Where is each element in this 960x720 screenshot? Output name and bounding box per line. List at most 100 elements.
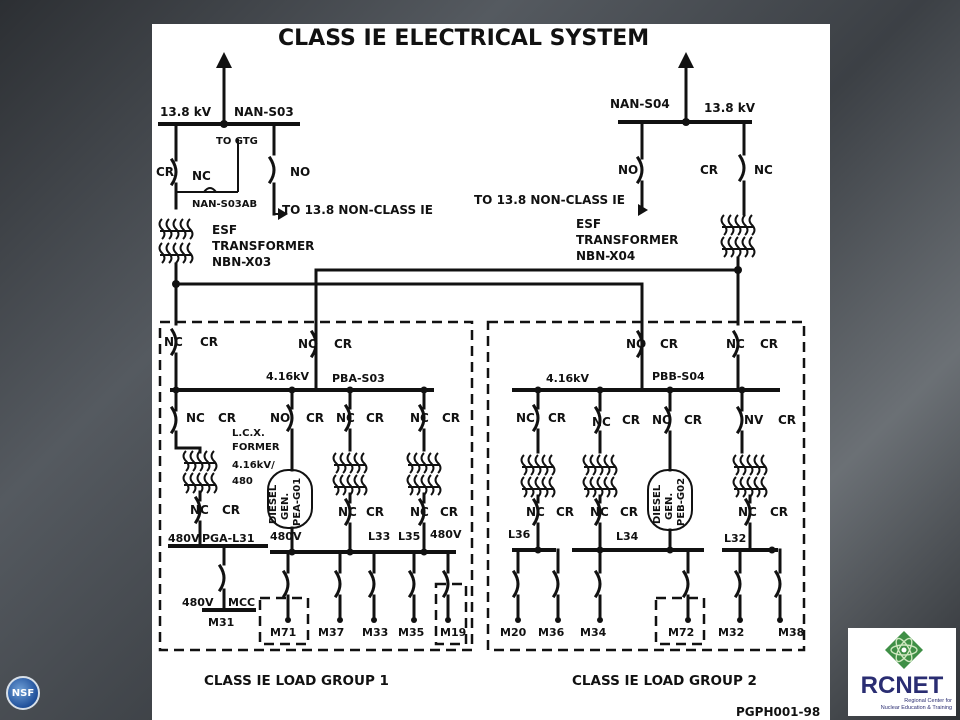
feeder-m20: M20: [500, 548, 527, 639]
feeder-breaker: [681, 569, 690, 599]
g2-br1-nc: NC: [516, 411, 535, 425]
nbn-x03-line1: ESF: [212, 223, 237, 237]
arrow-right-icon: [278, 208, 288, 220]
nc-breaker-symbol: [203, 187, 217, 193]
g1-low1-nc: NC: [190, 503, 209, 517]
lc-former-line3: 4.16kV/: [232, 460, 275, 471]
nbn-x04-line2: TRANSFORMER: [576, 233, 678, 247]
load-group-2-caption: CLASS IE LOAD GROUP 2: [572, 673, 757, 689]
arrow-right-icon: [638, 204, 648, 216]
rcnet-sub-line2: Nuclear Education & Training: [880, 705, 952, 711]
g1-br4-nc: NC: [410, 411, 429, 425]
g2-voltage: 4.16kV: [546, 372, 589, 385]
diagram-panel: CLASS IE ELECTRICAL SYSTEM 13.8 kV NAN-S…: [152, 24, 830, 720]
g2-low2-cr: CR: [620, 505, 638, 519]
g2-feed-no: NO: [626, 337, 646, 351]
rcnet-logo: RCNET Regional Center for Nuclear Educat…: [848, 628, 956, 716]
feeder-breaker: [511, 569, 520, 599]
feeder-m19: M19: [440, 550, 466, 639]
feeder-m38: M38: [773, 548, 804, 639]
g2-alt-nc: NC: [726, 337, 745, 351]
gen-bus-voltage: 480V: [270, 530, 302, 543]
diesel-generator-pea-g01: [267, 469, 313, 529]
g2-low1-nc: NC: [526, 505, 545, 519]
transformer-secondary: [720, 236, 756, 258]
m19-enclosure: [434, 582, 468, 646]
feeder-m37: M37: [318, 550, 344, 639]
tie-line-group2-from-x03: [174, 282, 644, 392]
load-label-m20: M20: [500, 626, 527, 639]
m72-enclosure: [654, 596, 706, 646]
g1-feed-cr: CR: [200, 335, 218, 349]
load-group-2-boundary: [486, 320, 806, 652]
arrow-up-icon: [216, 52, 232, 68]
left-no-label: NO: [290, 165, 310, 179]
right-bus-label: NAN-S04: [610, 97, 670, 111]
nbn-x03-line2: TRANSFORMER: [212, 239, 314, 253]
transformer-secondary: [732, 476, 768, 498]
load-label-m36: M36: [538, 626, 565, 639]
load-label-m38: M38: [778, 626, 804, 639]
nsf-logo: NSF: [6, 676, 40, 710]
g1-br3-nc: NC: [336, 411, 355, 425]
g1-br1-nc: NC: [186, 411, 205, 425]
breaker-cr-right: [738, 154, 746, 182]
g1-low4-nc: NC: [410, 505, 429, 519]
m71-enclosure: [258, 596, 310, 646]
feeder-m34: M34: [580, 548, 607, 639]
breaker-no-right: [636, 156, 644, 184]
g2-bus-label: PBB-S04: [652, 370, 705, 383]
g2-br3-no: NO: [652, 413, 672, 427]
feeder-breaker: [333, 569, 342, 599]
feeder-m36: M36: [538, 548, 565, 639]
feeder-breaker: [281, 569, 290, 599]
feeder-breaker: [733, 569, 742, 599]
g1-bus-label: PBA-S03: [332, 372, 385, 385]
g2-low2-nc: NC: [590, 505, 609, 519]
diesel-2-line1: DIESEL: [652, 484, 663, 524]
diesel-1-line1: DIESEL: [268, 484, 279, 524]
g1-voltage: 4.16kV: [266, 370, 309, 383]
mcc-label: MCC: [228, 596, 255, 609]
arrow-up-icon: [678, 52, 694, 68]
g1-br2-cr: CR: [306, 411, 324, 425]
feeder-breaker: [773, 569, 782, 599]
g1-br2-no: NO: [270, 411, 290, 425]
g2-alt-cr: CR: [760, 337, 778, 351]
transformer-secondary: [520, 476, 556, 498]
load-label-m71: M71: [270, 626, 296, 639]
l35-label: L35: [398, 530, 420, 543]
load-label-m37: M37: [318, 626, 344, 639]
g2-low4-nc: NC: [738, 505, 757, 519]
right-non-class-label: TO 13.8 NON-CLASS IE: [474, 193, 625, 207]
load-label-m34: M34: [580, 626, 607, 639]
nsf-logo-text: NSF: [11, 687, 35, 699]
load-label-m19: M19: [440, 626, 466, 639]
g1-br3-cr: CR: [366, 411, 384, 425]
pga-l31-voltage: 480V: [168, 532, 200, 545]
g2-br1-cr: CR: [548, 411, 566, 425]
rcnet-wordmark: RCNET: [860, 672, 944, 699]
g1-alt-cr: CR: [334, 337, 352, 351]
lcx-former-transformer: [182, 450, 218, 472]
right-no-label: NO: [618, 163, 638, 177]
g1-low1-cr: CR: [222, 503, 240, 517]
l32-label: L32: [724, 532, 746, 545]
l34-label: L34: [616, 530, 639, 543]
load-label-m72: M72: [668, 626, 694, 639]
diesel-2-line3: PEB-G02: [676, 478, 687, 526]
right-cr-label: CR: [700, 163, 718, 177]
transformer-secondary: [182, 472, 218, 494]
feeder-m32: M32: [718, 548, 744, 639]
pga-l31-label: PGA-L31: [202, 532, 255, 545]
g1-br1-cr: CR: [218, 411, 236, 425]
atom-emblem-icon: [885, 631, 923, 669]
nbn-x03-line3: NBN-X03: [212, 255, 271, 269]
esf-transformer-nbn-x03: [158, 218, 194, 240]
g2-br2-cr: CR: [622, 413, 640, 427]
feeder-breaker: [551, 569, 560, 599]
right-voltage-label: 13.8 kV: [704, 101, 756, 115]
document-code: PGPH001-98: [736, 705, 820, 719]
g2-low4-cr: CR: [770, 505, 788, 519]
